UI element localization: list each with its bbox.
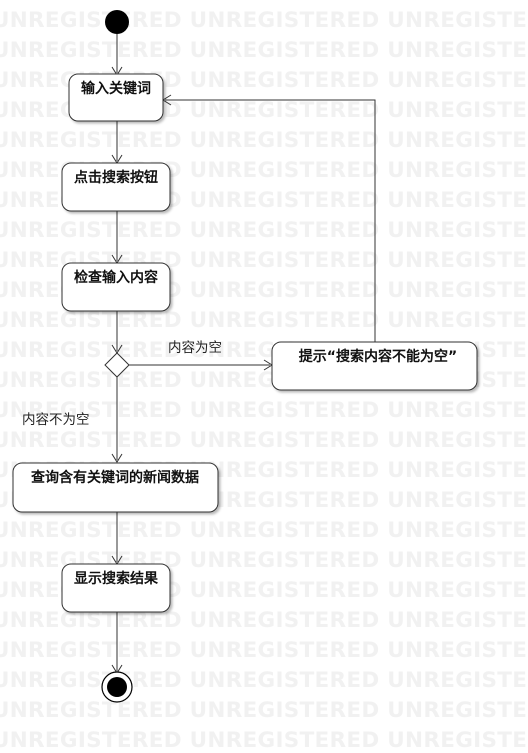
activity-input-keyword-label: 输入关键词: [81, 80, 151, 97]
activity-click-search-label: 点击搜索按钮: [74, 169, 158, 186]
activity-query-news: [12, 462, 219, 513]
activity-input-keyword: [68, 73, 164, 122]
activity-show-results-label: 显示搜索结果: [74, 570, 159, 587]
decision-node: [104, 352, 130, 378]
activity-prompt-empty: [271, 341, 478, 391]
activity-check-input: [61, 262, 171, 312]
activity-prompt-empty-label: 提示“搜索内容不能为空”: [299, 348, 457, 365]
arrowhead: [111, 453, 123, 463]
edge-prompt-back-to-input: [165, 99, 376, 342]
activity-query-news-label: 查询含有关键词的新闻数据: [31, 469, 199, 486]
initial-node: [105, 10, 129, 34]
activity-show-results: [61, 563, 171, 613]
activity-check-input-label: 检查输入内容: [74, 269, 158, 286]
guard-not-empty-label: 内容不为空: [22, 411, 90, 428]
guard-empty-label: 内容为空: [168, 339, 222, 356]
final-node-dot: [107, 677, 127, 697]
activity-click-search: [61, 162, 171, 212]
